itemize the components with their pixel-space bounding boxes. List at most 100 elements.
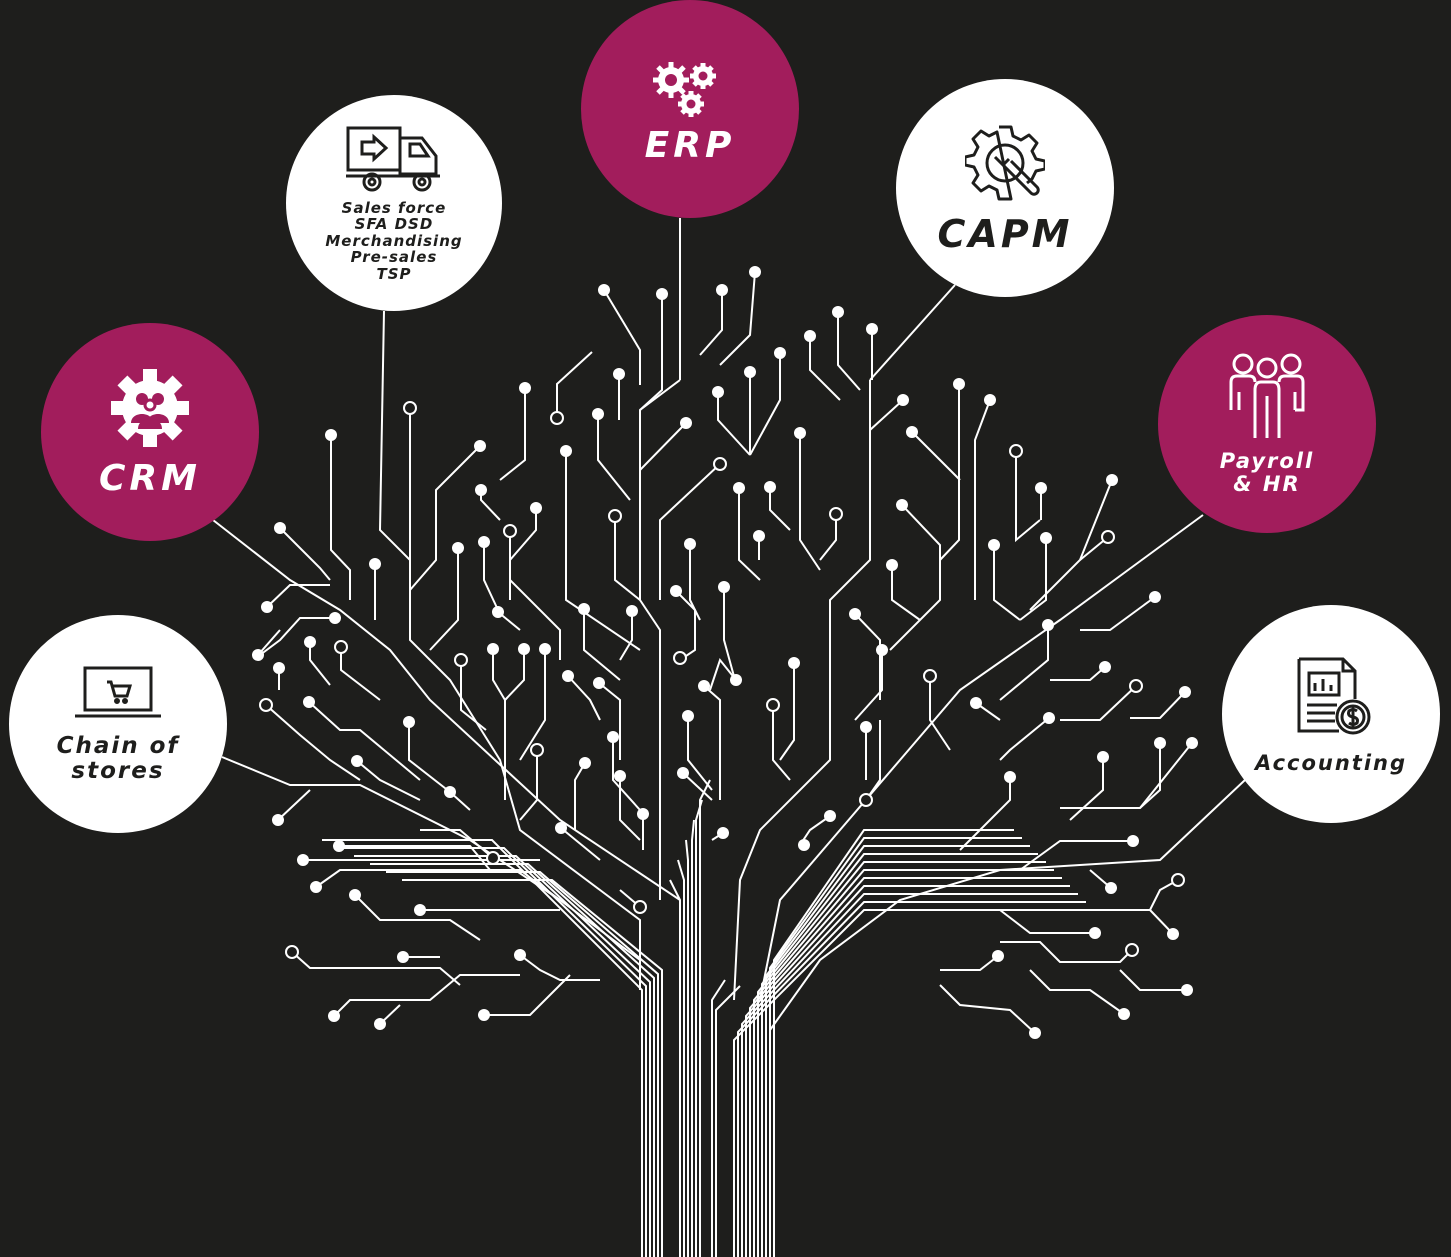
circuit-trace	[597, 414, 631, 501]
report-dollar-icon	[1297, 657, 1371, 734]
circuit-trace	[769, 487, 791, 531]
circuit-trace	[560, 827, 601, 861]
circuit-trace	[370, 863, 655, 1257]
circuit-node	[824, 810, 836, 822]
circuit-trace	[1060, 742, 1193, 809]
circuit-node	[555, 822, 567, 834]
circuit-trace	[1130, 691, 1186, 719]
circuit-node	[328, 1010, 340, 1022]
circuit-trace	[959, 777, 1011, 851]
circuit-trace	[837, 312, 861, 391]
circuit-node-hollow	[673, 651, 687, 665]
circuit-node	[1186, 737, 1198, 749]
circuit-trace	[309, 642, 331, 686]
circuit-node	[1181, 984, 1193, 996]
circuit-trace	[619, 611, 633, 661]
crm-node[interactable]: CRM	[41, 323, 259, 541]
circuit-node	[514, 949, 526, 961]
circuit-node-hollow	[486, 851, 500, 865]
circuit-node	[866, 323, 878, 335]
circuit-node	[261, 601, 273, 613]
circuit-trace	[291, 951, 461, 986]
erp-node[interactable]: ERP	[581, 0, 799, 218]
circuit-node	[677, 767, 689, 779]
circuit-node	[1118, 1008, 1130, 1020]
circuit-trace	[583, 609, 621, 681]
circuit-trace	[279, 527, 331, 581]
accounting-label: Accounting	[1254, 750, 1408, 775]
circuit-trace	[779, 663, 795, 761]
capm-node[interactable]: CAPM	[896, 79, 1114, 297]
circuit-node-hollow	[1171, 873, 1185, 887]
circuit-node	[680, 417, 692, 429]
circuit-trace	[719, 271, 756, 366]
people-group-icon	[1229, 353, 1305, 438]
circuit-trace	[682, 772, 713, 801]
circuit-node	[718, 581, 730, 593]
accounting-node[interactable]: Accounting	[1222, 605, 1440, 823]
circuit-trace	[687, 716, 713, 791]
circuit-trace	[420, 829, 494, 859]
payroll-hr-node[interactable]: Payroll & HR	[1158, 315, 1376, 533]
circuit-node	[744, 366, 756, 378]
circuit-node	[403, 716, 415, 728]
circuit-trace	[277, 789, 311, 821]
circuit-node-hollow	[550, 411, 564, 425]
circuit-trace	[308, 701, 421, 781]
circuit-node	[329, 612, 341, 624]
circuit-node	[886, 559, 898, 571]
circuit-node	[1004, 771, 1016, 783]
circuit-node	[475, 484, 487, 496]
circuit-trace	[753, 869, 1054, 1257]
circuit-trace	[266, 584, 330, 608]
circuit-node	[607, 731, 619, 743]
circuit-trace	[322, 839, 643, 1257]
payroll-label: Payroll & HR	[1220, 449, 1314, 496]
circuit-trace	[715, 985, 741, 1257]
circuit-trace	[999, 625, 1049, 701]
circuit-trace	[429, 548, 459, 651]
circuit-node	[1099, 661, 1111, 673]
circuit-trace	[354, 855, 651, 1257]
circuit-trace	[1019, 538, 1047, 621]
circuit-trace	[1060, 685, 1137, 721]
circuit-node	[794, 427, 806, 439]
circuit-trace	[386, 871, 659, 1257]
circuit-trace	[484, 974, 571, 1016]
chain-label: Chain of stores	[57, 733, 180, 785]
circuit-node-hollow	[829, 507, 843, 521]
circuit-node	[369, 558, 381, 570]
circuit-node	[698, 680, 710, 692]
circuit-node	[897, 394, 909, 406]
circuit-trace	[741, 893, 1078, 1257]
circuit-node	[774, 347, 786, 359]
circuit-trace	[339, 845, 491, 871]
sfa-line-3: Merchandising	[325, 231, 463, 250]
circuit-node-hollow	[403, 401, 417, 415]
chain-line-2: stores	[71, 758, 165, 784]
circuit-node-hollow	[633, 900, 647, 914]
circuit-trace	[669, 879, 681, 1257]
circuit-node-hollow	[1009, 444, 1023, 458]
circuit-node	[1149, 591, 1161, 603]
circuit-node	[414, 904, 426, 916]
circuit-trace	[691, 819, 695, 1257]
circuit-node-hollow	[713, 457, 727, 471]
circuit-node	[530, 502, 542, 514]
circuit-trace	[639, 294, 663, 411]
circuit-trace	[221, 756, 641, 961]
circuit-node	[1029, 1027, 1041, 1039]
circuit-trace	[889, 504, 941, 651]
circuit-node	[970, 697, 982, 709]
circuit-node	[730, 674, 742, 686]
sfa-line-2: SFA DSD	[354, 215, 434, 234]
circuit-node	[1040, 532, 1052, 544]
circuit-trace	[509, 508, 537, 600]
circuit-node	[896, 499, 908, 511]
circuit-trace	[1015, 451, 1041, 543]
circuit-trace	[738, 488, 761, 581]
chain-of-stores-node[interactable]: Chain of stores	[9, 615, 227, 833]
circuit-trace	[265, 704, 361, 781]
sales-force-node[interactable]: Sales force SFA DSD Merchandising Pre-sa…	[286, 95, 502, 311]
circuit-trace	[757, 861, 1046, 1257]
